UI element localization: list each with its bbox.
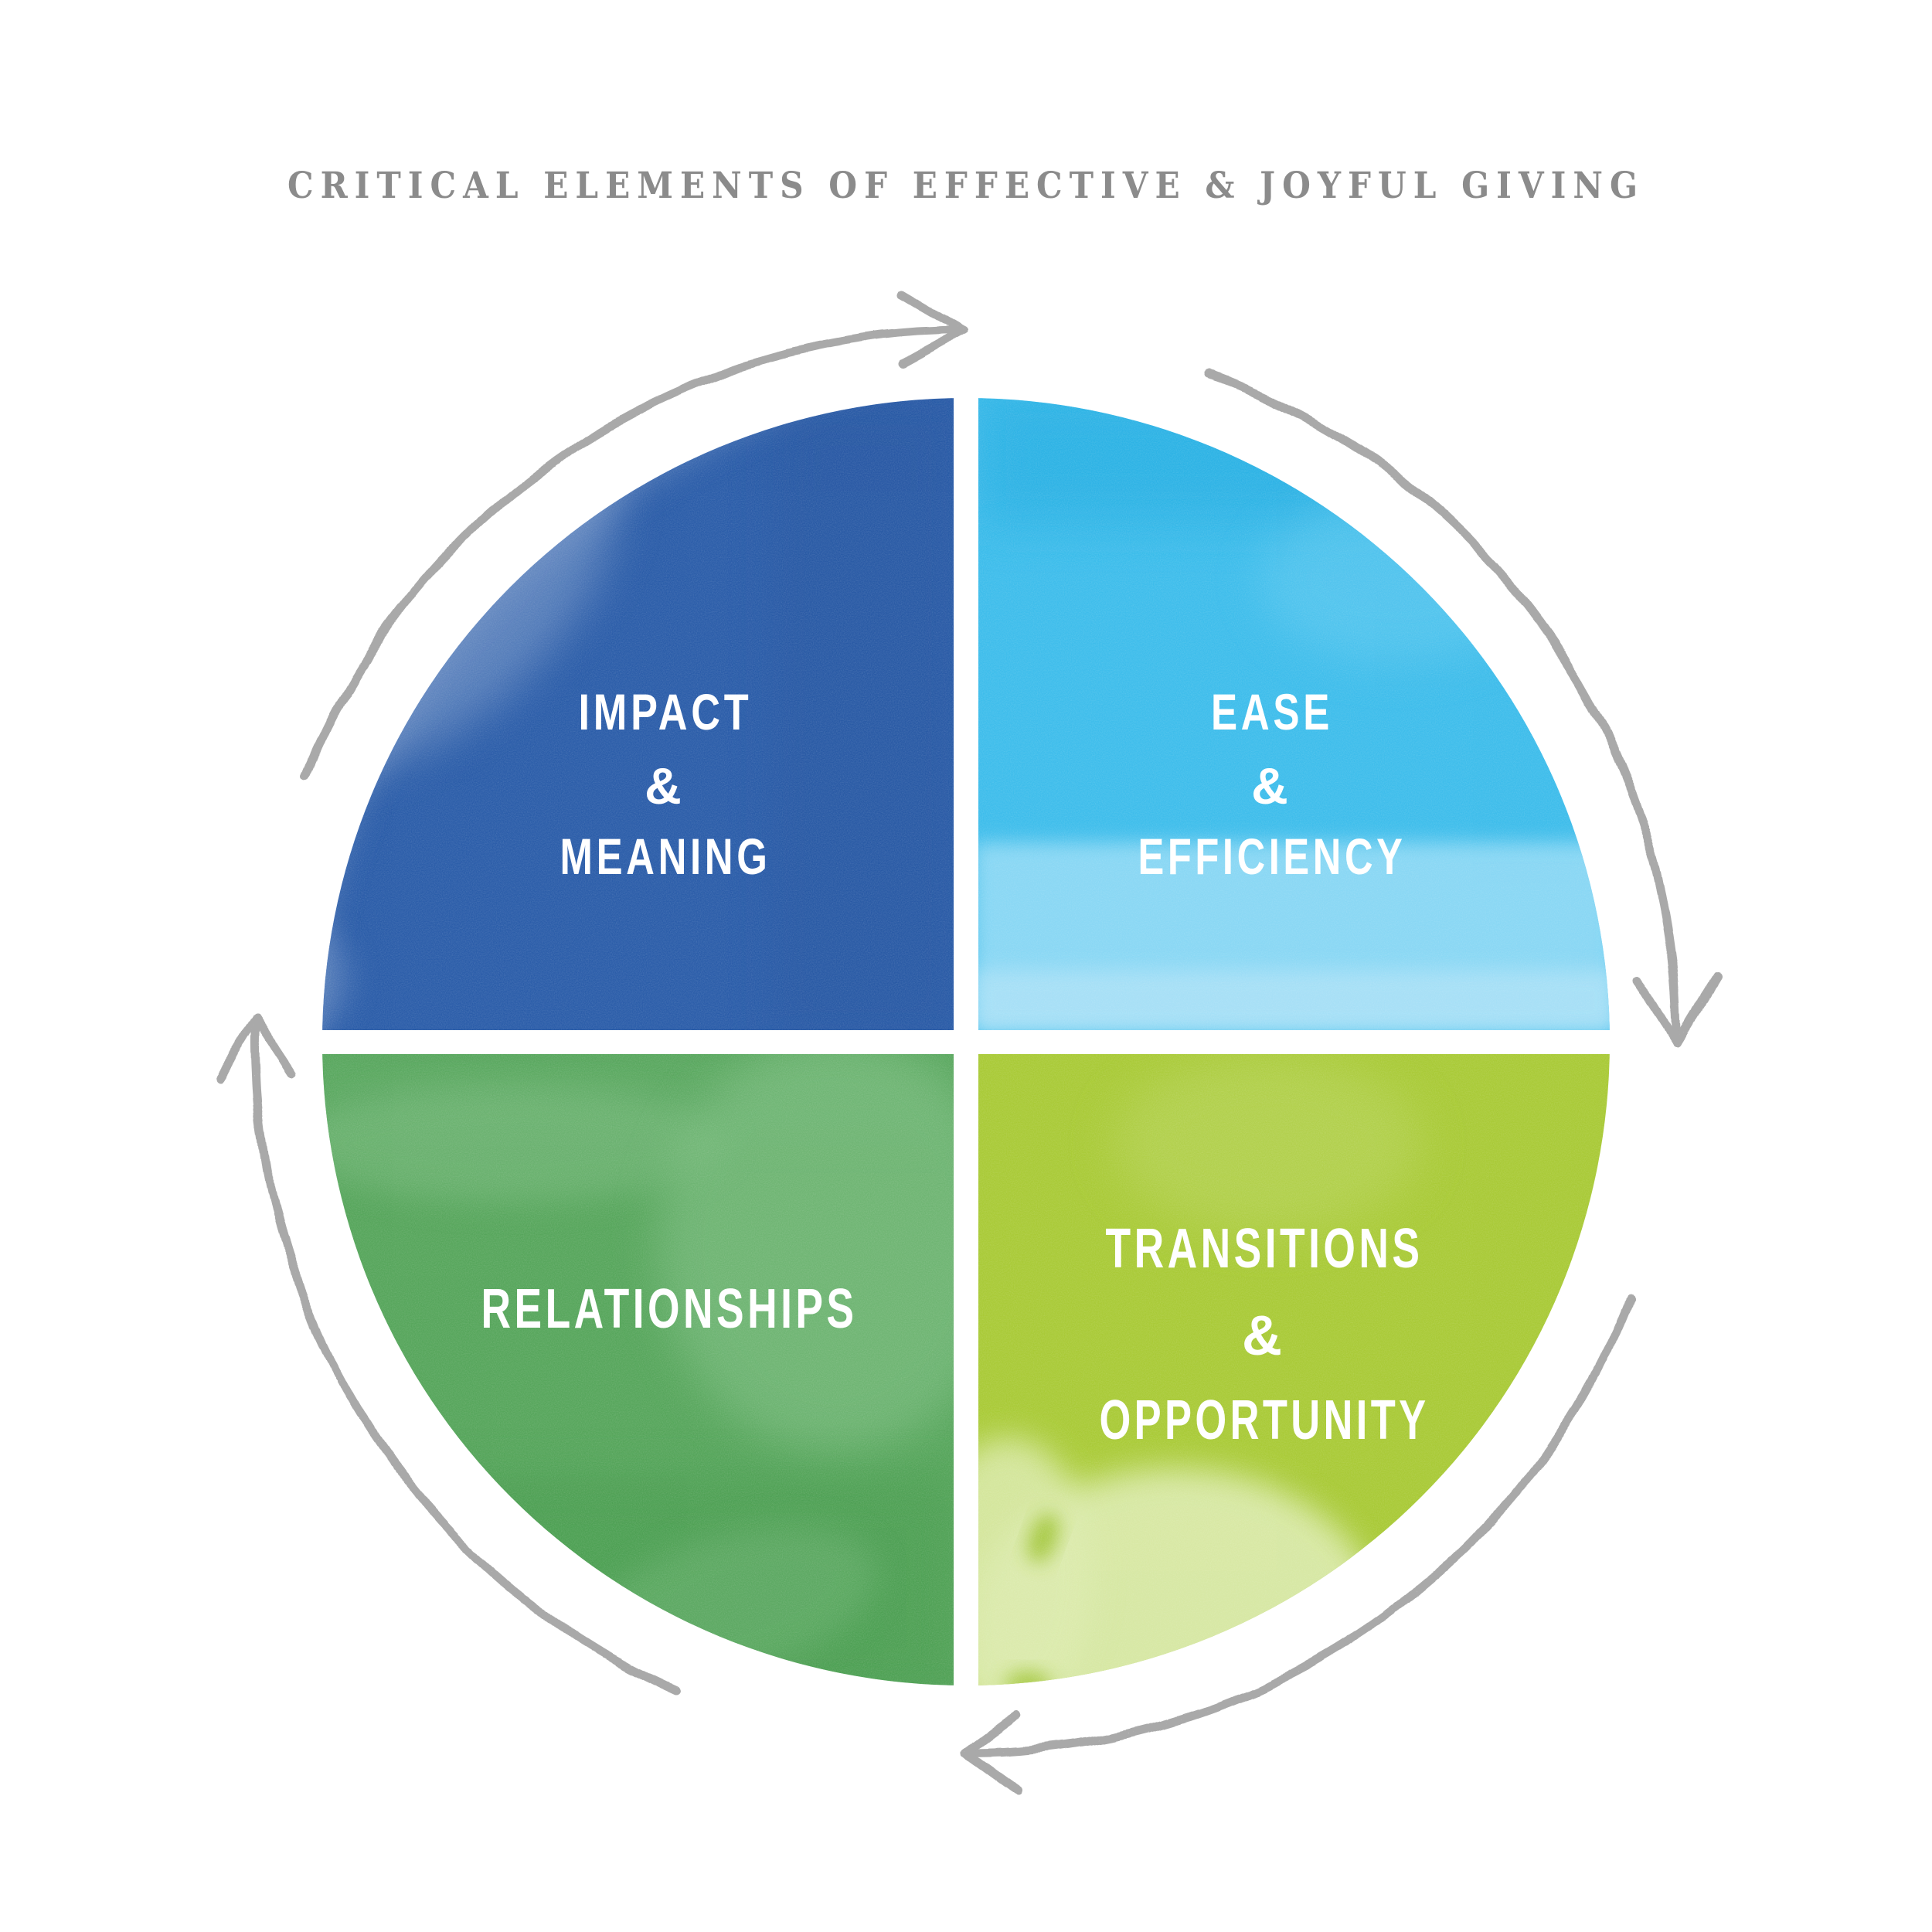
page-title: CRITICAL ELEMENTS OF EFFECTIVE & JOYFUL …: [287, 165, 1645, 207]
impact-meaning-label-line3: MEANING: [560, 828, 771, 885]
relationships-label: RELATIONSHIPS: [481, 1278, 858, 1340]
divider-horizontal: [305, 1030, 1627, 1054]
cycle-arrow-top-left: [302, 326, 969, 780]
arrowhead-right-icon: [1634, 974, 1720, 1046]
cycle-arrow-bottom-right: [961, 1292, 1634, 1757]
transitions-opportunity-label-line1: TRANSITIONS: [1106, 1218, 1423, 1280]
arrowhead-top-icon: [896, 289, 969, 369]
ease-efficiency-label-line3: EFFICIENCY: [1138, 828, 1406, 885]
cycle-arrow-top-right: [1205, 369, 1682, 1046]
impact-meaning-label-line1: IMPACT: [579, 683, 753, 740]
transitions-opportunity-label-line3: OPPORTUNITY: [1100, 1389, 1430, 1451]
arrowhead-bottom-icon: [961, 1710, 1023, 1795]
ease-efficiency-label-line1: EASE: [1211, 683, 1333, 740]
impact-meaning-label-line2: &: [645, 757, 686, 815]
ease-efficiency-label-line2: &: [1251, 757, 1293, 815]
arrowhead-left-icon: [215, 1012, 298, 1081]
transitions-opportunity-label-line2: &: [1242, 1305, 1287, 1367]
quadrant-labels: IMPACT & MEANING EASE & EFFICIENCY RELAT…: [481, 683, 1430, 1451]
cycle-arrows: [215, 289, 1720, 1795]
cycle-arrow-bottom-left: [250, 1012, 682, 1696]
